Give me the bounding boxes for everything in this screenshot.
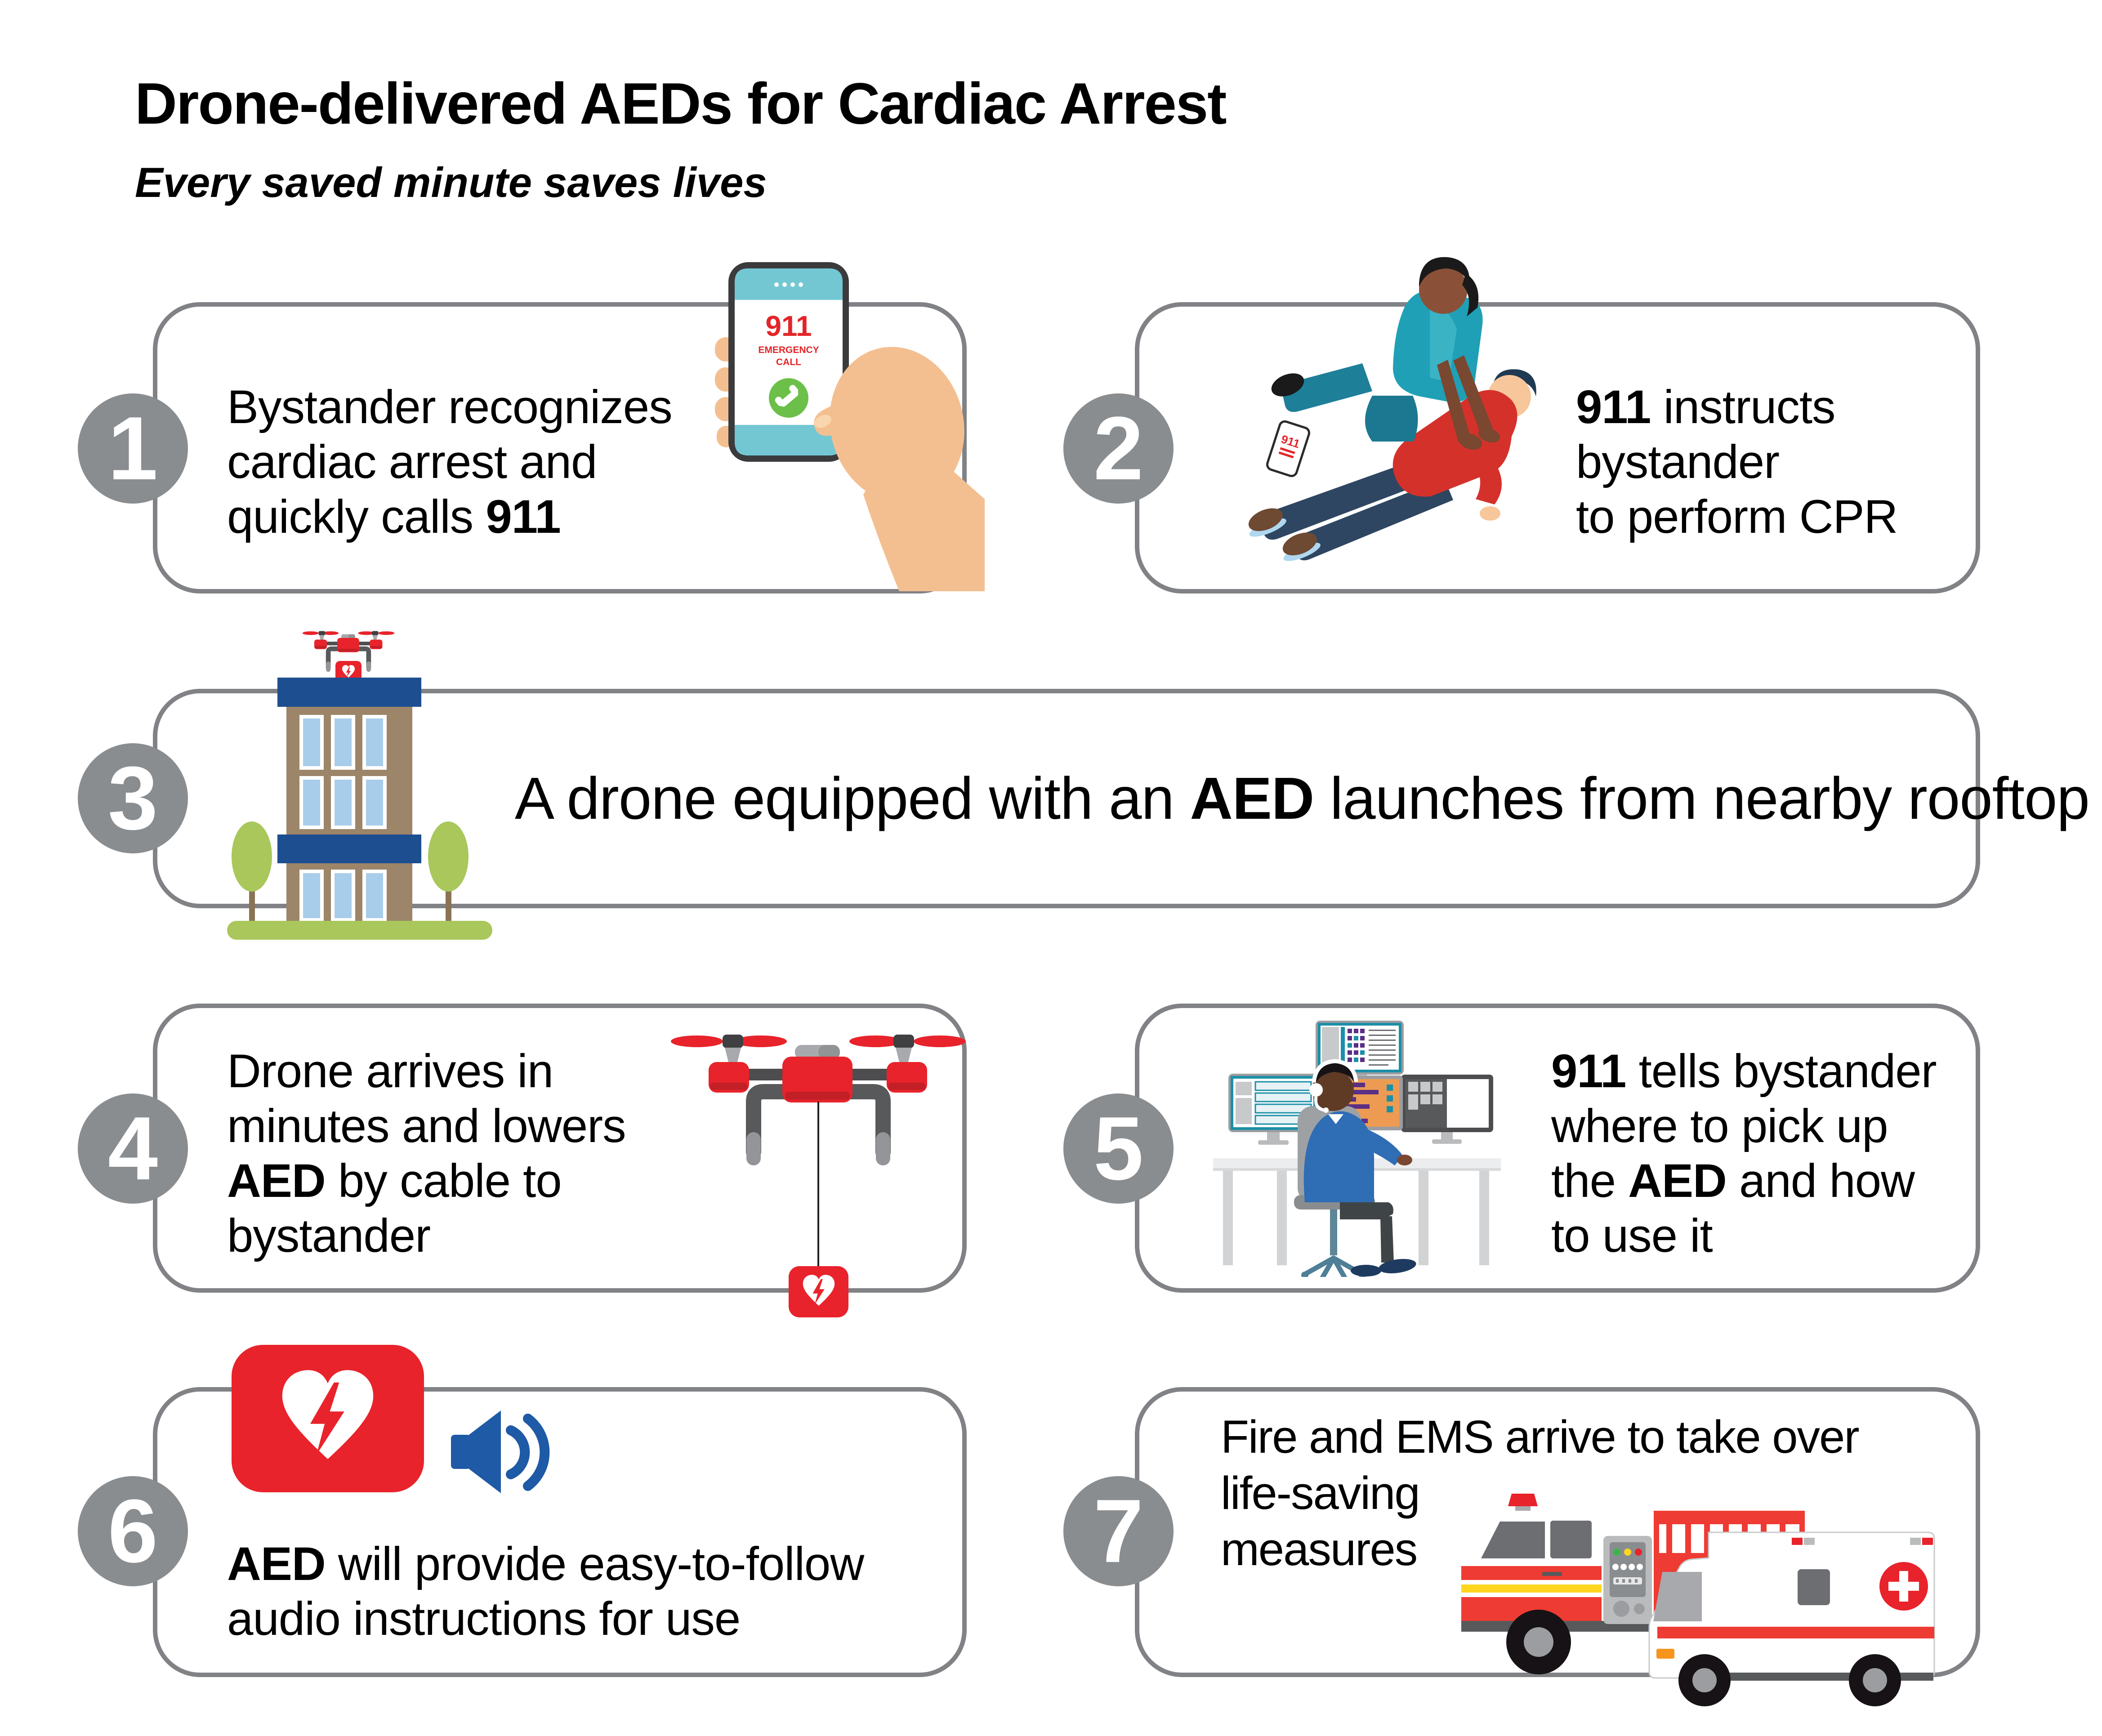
ambulance-indicator	[1656, 1649, 1674, 1659]
monitor-right	[1401, 1075, 1493, 1144]
ambulance-side-window	[1798, 1569, 1830, 1605]
ambulance-cross	[1879, 1562, 1928, 1611]
step-7-badge: 7	[1063, 1476, 1174, 1586]
step-7-text: Fire and EMS arrive to take over life-sa…	[1221, 1411, 1860, 1575]
rescuer-shoe	[1271, 373, 1304, 397]
phone-top-band	[735, 268, 843, 300]
dispatcher-shoe	[1351, 1265, 1381, 1276]
dispatcher-head	[1312, 1070, 1354, 1111]
phone: 911 EMERGENCY CALL	[728, 262, 849, 462]
rescuer-arm	[1437, 360, 1470, 442]
dispatcher-hand	[1397, 1155, 1412, 1165]
step-4-badge: 4	[78, 1093, 188, 1204]
monitor-left	[1228, 1074, 1318, 1145]
page-subtitle: Every saved minute saves lives	[135, 159, 767, 206]
dispatcher-illustration	[1213, 1021, 1501, 1277]
rooftop-aed-icon	[335, 661, 361, 683]
phone-speaker-dots	[774, 282, 803, 287]
rescuer-hair	[1419, 257, 1470, 287]
patient-figure	[1248, 369, 1536, 561]
rescuer-figure	[1271, 257, 1500, 450]
tree	[428, 821, 469, 924]
step-4-text: Drone arrives in minutes and lowers AED …	[227, 1045, 626, 1262]
dispatcher-hair	[1313, 1063, 1355, 1088]
building-windows	[299, 715, 387, 922]
hand-holding-phone-illustration: 911 EMERGENCY CALL	[715, 262, 985, 591]
aed-on-cable-icon	[789, 1266, 848, 1317]
dispatcher-figure	[1303, 1059, 1416, 1276]
aed-icon	[232, 1345, 424, 1492]
drone-cable-illustration	[665, 1030, 971, 1317]
step-1-badge: 1	[78, 393, 188, 504]
step-2-badge: 2	[1063, 393, 1174, 504]
building-band-middle	[277, 835, 421, 863]
aed-audio-illustration	[232, 1345, 550, 1493]
beacon-light	[1508, 1494, 1538, 1506]
building-band-top	[277, 678, 421, 707]
tree	[232, 821, 272, 924]
cab-window	[1550, 1521, 1592, 1558]
headset-band	[1312, 1059, 1358, 1083]
headset-mic	[1314, 1096, 1325, 1112]
step-6-text: AED will provide easy-to-follow audio in…	[227, 1538, 864, 1645]
step-2-text: 911 instructs bystander to perform CPR	[1576, 381, 1898, 543]
ambulance-windshield	[1653, 1572, 1702, 1621]
step-5-text: 911 tells bystander where to pick up the…	[1551, 1045, 1937, 1262]
dispatcher-body	[1303, 1111, 1374, 1202]
phone-handset-icon	[775, 385, 799, 407]
patient-shoe	[1282, 532, 1321, 561]
page-title: Drone-delivered AEDs for Cardiac Arrest	[135, 71, 1227, 136]
ground-strip	[227, 921, 492, 940]
hand-palm-arm	[814, 347, 985, 591]
dispatcher-shoe	[1379, 1259, 1416, 1273]
phone-screen-number: 911	[765, 310, 812, 342]
phone-screen-line1: EMERGENCY	[758, 345, 819, 355]
ambulance-illustration	[1648, 1531, 1935, 1706]
phone-screen-line2: CALL	[776, 357, 801, 367]
rescuer-arm	[1453, 355, 1494, 436]
fire-ems-illustration	[1461, 1494, 1935, 1706]
patient-shoe	[1248, 508, 1286, 537]
speaker-icon	[451, 1410, 550, 1493]
phone-bottom-band	[735, 425, 843, 455]
headset-earcup	[1309, 1083, 1323, 1097]
cab-window	[1481, 1522, 1545, 1558]
ambulance-stripe	[1657, 1627, 1934, 1638]
patient-hand	[1480, 506, 1500, 521]
ground-phone: 911	[1266, 420, 1311, 478]
cpr-illustration: 911	[1248, 257, 1536, 561]
step-3-badge: 3	[78, 743, 188, 853]
step-1-text: Bystander recognizes cardiac arrest and …	[227, 381, 673, 543]
building-illustration	[227, 611, 492, 940]
rescuer-head	[1419, 265, 1468, 314]
step-5-card	[1135, 1004, 1980, 1293]
step-6-badge: 6	[78, 1476, 188, 1586]
thumb-nail	[814, 415, 831, 428]
step-5-badge: 5	[1063, 1093, 1174, 1204]
step-3-text: A drone equipped with an AED launches fr…	[515, 765, 2090, 831]
thumb	[814, 384, 897, 436]
pump-panel	[1603, 1536, 1652, 1624]
